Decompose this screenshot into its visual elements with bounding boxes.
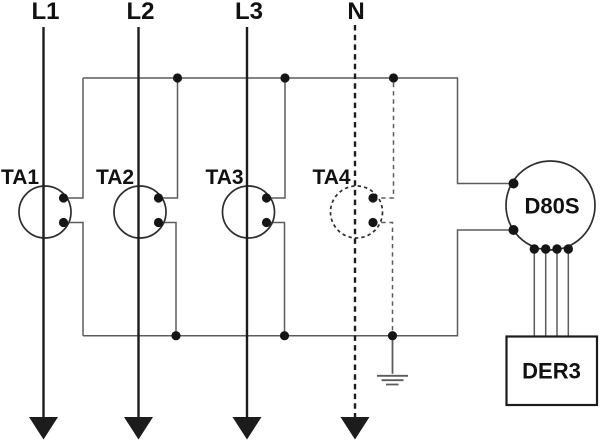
- l1-load-arrow-icon: [29, 417, 58, 440]
- l2-load-arrow-icon: [124, 417, 153, 440]
- meter-left-top-terminal-dot: [508, 178, 519, 189]
- top-bus-wire: [83, 77, 512, 185]
- ta1-bottom-wire: [63, 221, 84, 336]
- ct-label-ta3: TA3: [206, 166, 244, 189]
- ta4-bottom-wire: [373, 221, 394, 336]
- ta2-top-terminal-dot: [153, 193, 164, 203]
- meter-pin-dot-4: [563, 244, 573, 254]
- feeder-label-l3: L3: [235, 0, 263, 25]
- ct-label-ta2: TA2: [96, 166, 134, 189]
- bottom-bus-junction-dot-1: [171, 331, 181, 341]
- meter-pin-dot-3: [552, 244, 562, 254]
- bottom-bus-junction-dot-3: [387, 331, 398, 341]
- ta1-top-wire: [63, 78, 84, 199]
- module-label-der3: DER3: [522, 359, 581, 384]
- module-der3-box: [505, 335, 599, 407]
- ta1-ct-circle: [18, 185, 72, 239]
- ta4-ct-circle: [329, 185, 384, 239]
- ground-symbol: [377, 335, 408, 386]
- bottom-bus-wire: [83, 229, 512, 337]
- ta3-top-terminal-dot: [261, 193, 272, 203]
- meter-label-d80s: D80S: [524, 194, 579, 219]
- ct-label-ta1: TA1: [1, 166, 39, 189]
- feeder-label-l1: L1: [31, 0, 59, 25]
- ta1-bottom-terminal-dot: [58, 217, 69, 228]
- ta2-bottom-terminal-dot: [153, 217, 164, 228]
- ta2-bottom-wire: [158, 221, 177, 336]
- ta3-ct-circle: [221, 185, 276, 239]
- bottom-bus-junction-dot-2: [279, 331, 290, 341]
- ta4-top-terminal-dot: [368, 193, 378, 203]
- top-bus-junction-dot-2: [280, 73, 290, 83]
- top-bus-junction-dot-3: [388, 73, 399, 83]
- ta4-bottom-terminal-dot: [368, 217, 378, 228]
- meter-left-bottom-terminal-dot: [508, 225, 519, 235]
- ta1-top-terminal-dot: [58, 193, 69, 203]
- ta3-bottom-terminal-dot: [261, 217, 272, 228]
- ta3-top-wire: [266, 78, 286, 199]
- ta4-top-wire: [373, 78, 395, 199]
- top-bus-junction-dot-1: [172, 73, 183, 83]
- l3-load-arrow-icon: [232, 417, 262, 440]
- feeder-label-n: N: [347, 0, 364, 25]
- ta2-ct-circle: [113, 185, 167, 239]
- meter-d80s-circle: [505, 160, 596, 251]
- meter-pin-dot-2: [541, 244, 551, 254]
- meter-pin-dot-1: [529, 244, 539, 254]
- feeder-label-l2: L2: [126, 0, 154, 25]
- junction-dots: [58, 73, 573, 341]
- ct-label-ta4: TA4: [313, 166, 351, 189]
- n-load-arrow-icon: [340, 417, 370, 440]
- ta2-top-wire: [158, 78, 179, 199]
- ta3-bottom-wire: [266, 221, 286, 336]
